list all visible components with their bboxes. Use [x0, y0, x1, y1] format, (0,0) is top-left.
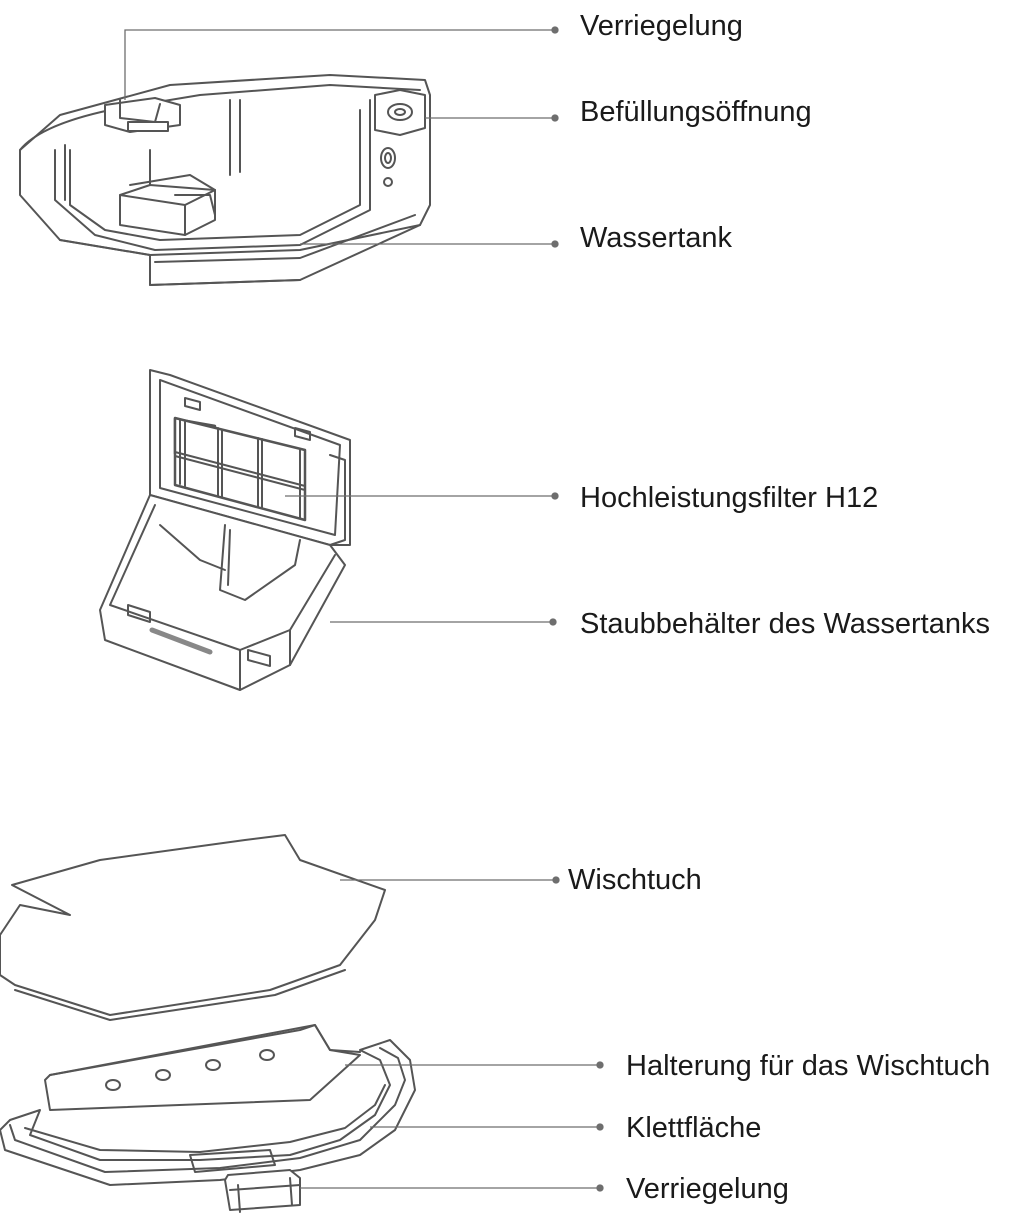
mop-cloth-illustration [0, 834, 386, 1021]
leader-dot [551, 240, 559, 248]
dust-box-illustration [99, 369, 351, 691]
leader-dot [596, 1061, 604, 1069]
leader-verriegelung-top [124, 29, 555, 100]
leader-dot [551, 26, 559, 34]
label-verriegelung-holder: Verriegelung [626, 1173, 789, 1205]
label-hochleistungsfilter: Hochleistungsfilter H12 [580, 482, 879, 514]
label-wassertank: Wassertank [580, 222, 733, 254]
leader-dot [596, 1123, 604, 1131]
label-halterung: Halterung für das Wischtuch [626, 1050, 991, 1082]
label-verriegelung-tank: Verriegelung [580, 10, 743, 42]
leader-dot [596, 1184, 604, 1192]
leader-lines [124, 26, 604, 1192]
leader-dot [551, 114, 559, 122]
leader-dot [549, 618, 557, 626]
label-klettflaeche: Klettfläche [626, 1112, 762, 1144]
label-befuellungsoeffnung: Befüllungsöffnung [580, 96, 812, 128]
label-staubbehaelter: Staubbehälter des Wassertanks [580, 608, 990, 640]
label-wischtuch: Wischtuch [568, 864, 702, 896]
leader-dot [551, 492, 559, 500]
water-tank-illustration [19, 74, 431, 286]
leader-dot [552, 876, 560, 884]
mop-holder-illustration [0, 1024, 416, 1213]
